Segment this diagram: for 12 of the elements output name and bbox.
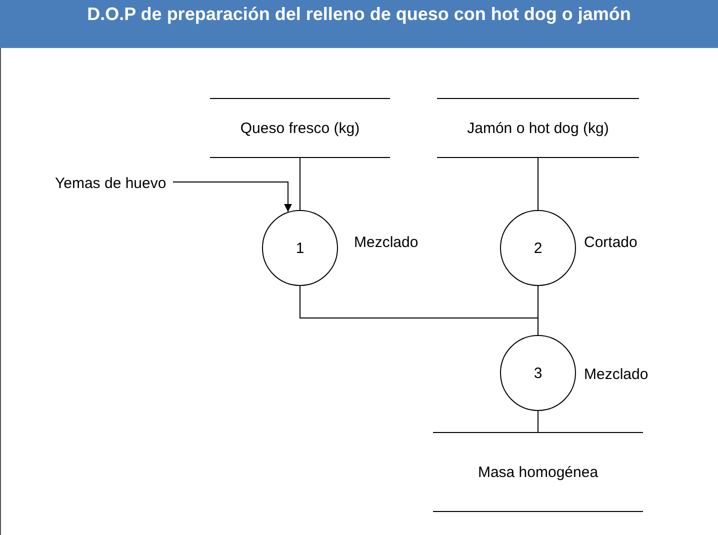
operation-circle: 3 <box>500 335 576 411</box>
material-line-box: Jamón o hot dog (kg) <box>437 98 639 158</box>
input-label: Yemas de huevo <box>55 172 215 194</box>
title-bar: D.O.P de preparación del relleno de queso con hot dog o jamón <box>0 0 718 48</box>
operation-circle: 1 <box>262 210 338 286</box>
operation-label: Mezclado <box>584 366 648 383</box>
material-line-box: Queso fresco (kg) <box>210 98 390 158</box>
operation-label: Cortado <box>584 234 638 251</box>
material-line-box: Masa homogénea <box>433 432 643 512</box>
operation-circle: 2 <box>500 210 576 286</box>
operation-label: Mezclado <box>354 234 418 251</box>
arrow <box>172 182 292 212</box>
